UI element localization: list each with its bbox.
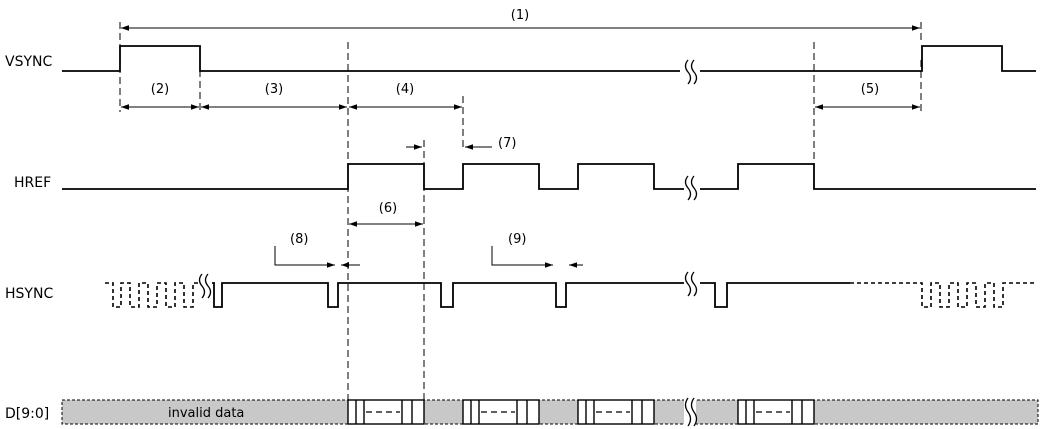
href-waveform bbox=[62, 163, 1036, 202]
hsync-label: HSYNC bbox=[5, 286, 53, 302]
annotation-2-label: (2) bbox=[151, 82, 169, 97]
dimension-6: (6) bbox=[349, 201, 423, 227]
data-packet-4 bbox=[737, 399, 815, 425]
dimension-9: (9) bbox=[491, 232, 583, 268]
href-break-icon bbox=[684, 175, 698, 202]
annotation-8-label: (8) bbox=[290, 232, 308, 247]
dimension-1: (1) bbox=[121, 8, 920, 31]
annotation-3-label: (3) bbox=[265, 82, 283, 97]
dimension-7: (7) bbox=[406, 136, 516, 151]
annotation-1-label: (1) bbox=[511, 8, 529, 23]
annotation-4-label: (4) bbox=[396, 82, 414, 97]
data-bus: invalid data bbox=[61, 397, 1039, 427]
vsync-waveform bbox=[62, 45, 1036, 85]
hsync-break-icon-left bbox=[198, 273, 212, 299]
data-bus-label: D[9:0] bbox=[5, 406, 49, 422]
vsync-break-icon bbox=[684, 59, 698, 85]
dimension-4: (4) bbox=[349, 82, 462, 110]
data-packet-2 bbox=[462, 399, 540, 425]
dimension-5: (5) bbox=[815, 82, 920, 110]
dimension-8: (8) bbox=[274, 232, 360, 268]
invalid-data-band bbox=[61, 399, 1039, 425]
vsync-label: VSYNC bbox=[5, 54, 52, 70]
annotation-9-label: (9) bbox=[508, 232, 526, 247]
invalid-data-label: invalid data bbox=[168, 406, 244, 421]
dimension-2: (2) bbox=[121, 82, 199, 110]
annotation-6-label: (6) bbox=[379, 201, 397, 216]
data-break-icon bbox=[684, 397, 698, 427]
href-label: HREF bbox=[14, 175, 51, 191]
data-packet-1 bbox=[347, 399, 425, 425]
hsync-waveform bbox=[105, 271, 1036, 308]
guide-lines bbox=[119, 22, 922, 400]
data-packet-3 bbox=[577, 399, 655, 425]
hsync-break-icon-mid bbox=[684, 271, 698, 298]
annotation-7-label: (7) bbox=[498, 136, 516, 151]
annotation-5-label: (5) bbox=[861, 82, 879, 97]
dimension-3: (3) bbox=[201, 82, 347, 110]
